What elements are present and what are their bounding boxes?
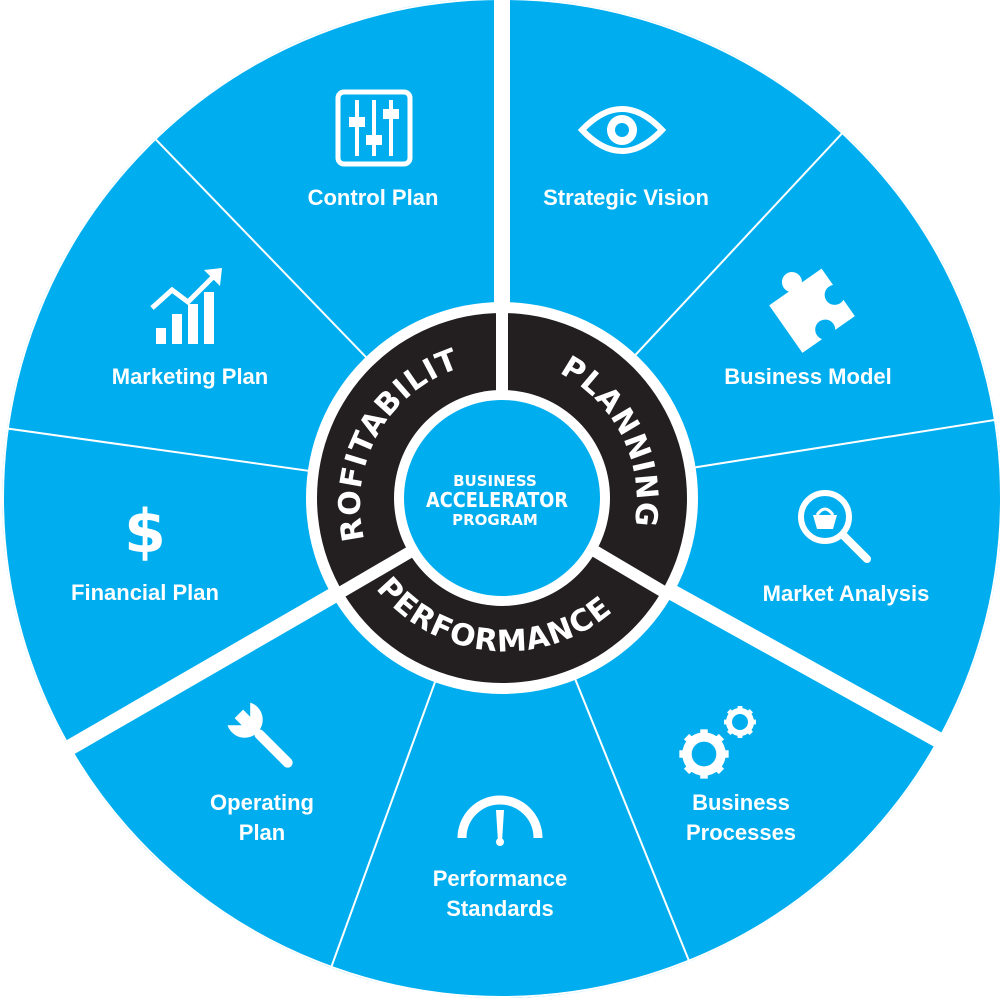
hub-circle [404,400,600,596]
hub-line-accelerator: ACCELERATOR [426,488,568,512]
segment-label-line: Plan [239,820,285,845]
segment-control-plan [154,0,502,362]
eye-icon [577,106,667,154]
segment-label: Financial Plan [71,580,219,605]
segment-divider [689,418,1000,470]
segment-divider [664,583,948,750]
segment-label: Control Plan [308,185,439,210]
segment-divider [1,426,314,473]
segment-label-line: Control Plan [308,185,439,210]
gauge-icon [457,795,543,846]
segment-label-line: Business Model [724,364,891,389]
sliders-icon [335,89,413,167]
segment-label: Business Model [724,364,891,389]
segment-financial-plan [1,428,338,748]
ring-gap-right [589,544,668,598]
svg-text:$: $ [124,497,166,567]
segment-divider [60,586,342,758]
segment-divider [572,673,693,967]
segment-divider [328,676,438,973]
hub-line-program: PROGRAM [452,511,538,529]
segment-label-line: Marketing Plan [112,364,268,389]
segment-label-line: Financial Plan [71,580,219,605]
segment-label-line: Operating [210,790,314,815]
wrench-icon [227,702,293,768]
dollar-icon: $ [124,497,166,567]
magnify-basket-icon [798,490,871,563]
hub: BUSINESS ACCELERATOR PROGRAM [404,400,600,596]
segment-label-line: Market Analysis [763,581,930,606]
segment-business-processes [573,590,940,962]
segment-label-line: Performance [433,866,568,891]
segment-performance-standards [330,674,690,999]
ring-gap-left [334,546,414,600]
segment-label: Marketing Plan [112,364,268,389]
segment-divider [630,127,848,360]
segment-label-line: Strategic Vision [543,185,709,210]
puzzle-icon [769,268,855,353]
segment-divider [150,134,371,363]
segment-label-line: Standards [446,896,554,921]
segment-operating-plan [68,593,438,968]
segment-label-line: Business [692,790,790,815]
growth-chart-icon [150,268,222,344]
segment-market-analysis [668,419,1000,741]
segment-strategic-vision [502,0,843,360]
hub-line-business: BUSINESS [453,472,537,490]
segment-label: Market Analysis [763,581,930,606]
gears-icon [679,706,756,779]
segment-label: Strategic Vision [543,185,709,210]
segment-label-line: Processes [686,820,796,845]
